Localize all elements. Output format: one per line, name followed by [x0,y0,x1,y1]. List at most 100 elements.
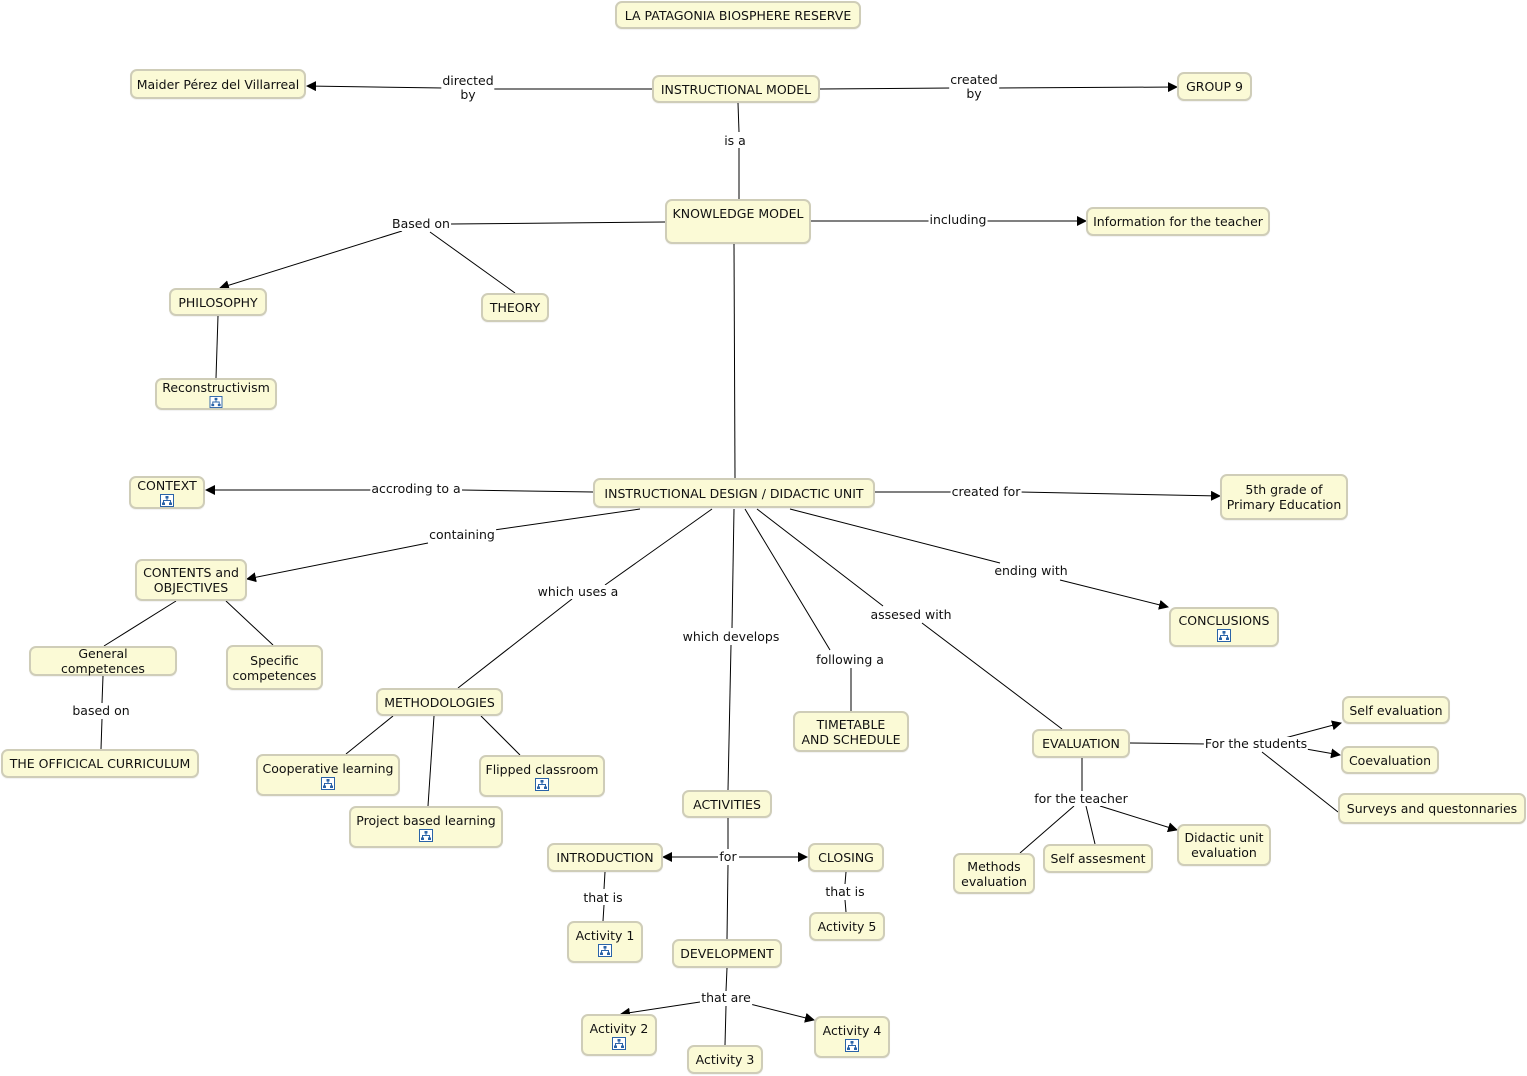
edge-whichuses-methodologies [457,598,573,689]
node-timetable[interactable]: TIMETABLE AND SCHEDULE [793,711,909,752]
node-didactic-unit-evaluation[interactable]: Didactic unit evaluation [1177,824,1271,866]
edge-id-ending [789,508,1001,564]
node-activity4[interactable]: Activity 4 [814,1016,890,1058]
node-self-evaluation-label: Self evaluation [1349,702,1443,718]
node-instructional-design[interactable]: INSTRUCTIONAL DESIGN / DIDACTIC UNIT [593,478,875,508]
concept-map-icon[interactable] [535,777,549,791]
node-instructional-design-label: INSTRUCTIONAL DESIGN / DIDACTIC UNIT [604,485,864,501]
link-which-uses-a[interactable]: which uses a [536,584,620,599]
node-official-curriculum[interactable]: THE OFFICICAL CURRICULUM [1,749,199,778]
node-methods-evaluation-label: Methods evaluation [961,858,1027,889]
link-for-the-students[interactable]: For the students [1203,736,1309,751]
node-activity1[interactable]: Activity 1 [567,921,643,963]
node-theory[interactable]: THEORY [481,293,549,322]
link-is-a[interactable]: is a [723,133,747,148]
node-context[interactable]: CONTEXT [129,476,205,509]
node-coevaluation[interactable]: Coevaluation [1341,746,1439,774]
node-title[interactable]: LA PATAGONIA BIOSPHERE RESERVE [615,1,861,29]
node-context-label: CONTEXT [137,478,197,493]
link-that-is-1[interactable]: that is [582,890,624,905]
node-official-curriculum-label: THE OFFICICAL CURRICULUM [9,756,191,771]
edge-id-whichuses [604,508,713,586]
node-group9-label: GROUP 9 [1186,79,1243,94]
node-reconstructivism[interactable]: Reconstructivism [155,378,277,410]
link-accroding-to-a[interactable]: accroding to a [370,481,462,496]
node-development-label: DEVELOPMENT [680,946,774,961]
link-containing[interactable]: containing [428,527,496,542]
node-surveys[interactable]: Surveys and questonnaries [1338,793,1526,824]
node-activity3[interactable]: Activity 3 [687,1045,763,1074]
node-general-competences[interactable]: General competences [29,646,177,676]
node-maider[interactable]: Maider Pérez del Villarreal [130,69,306,99]
link-following-a[interactable]: following a [815,652,885,667]
node-cooperative-learning-label: Cooperative learning [262,760,394,776]
concept-map-icon[interactable] [1217,628,1231,642]
link-directed-by[interactable]: directed by [441,73,495,102]
edge-id-assesed [756,508,884,607]
node-cooperative-learning[interactable]: Cooperative learning [256,754,400,796]
link-for-the-teacher[interactable]: for the teacher [1033,791,1129,806]
edge-im-created [819,87,953,90]
link-based-on-km[interactable]: Based on [391,216,451,231]
link-ending-with[interactable]: ending with [993,563,1069,578]
concept-map-icon[interactable] [612,1036,626,1050]
node-didactic-unit-evaluation-label: Didactic unit evaluation [1184,830,1264,860]
link-assesed-with[interactable]: assesed with [869,607,953,622]
node-development[interactable]: DEVELOPMENT [672,939,782,968]
edge-id-accroding [461,489,594,493]
concept-map-icon[interactable] [598,943,612,957]
node-activity5[interactable]: Activity 5 [809,912,885,941]
node-introduction[interactable]: INTRODUCTION [547,843,663,872]
node-instructional-model[interactable]: INSTRUCTIONAL MODEL [652,75,820,103]
node-self-evaluation[interactable]: Self evaluation [1342,696,1450,724]
edge-directed-maider [306,81,444,92]
edge-thatare-activity4 [749,1003,815,1023]
node-knowledge-model[interactable]: KNOWLEDGE MODEL [665,199,811,244]
node-activities[interactable]: ACTIVITIES [682,790,772,818]
node-flipped-classroom[interactable]: Flipped classroom [479,755,605,797]
edge-containing-contents [246,542,429,583]
node-project-based[interactable]: Project based learning [349,806,503,848]
link-created-for[interactable]: created for [950,484,1022,499]
edge-contents-general [103,600,177,647]
node-philosophy[interactable]: PHILOSOPHY [169,288,267,316]
edge-id-whichdevelops [731,508,735,629]
node-self-assesment-label: Self assesment [1050,851,1146,866]
node-info-teacher[interactable]: Information for the teacher [1086,207,1270,236]
node-methodologies[interactable]: METHODOLOGIES [376,688,503,716]
node-conclusions[interactable]: CONCLUSIONS [1169,607,1279,647]
node-project-based-label: Project based learning [356,812,496,828]
node-specific-competences[interactable]: Specific competences [226,645,323,690]
node-closing[interactable]: CLOSING [808,843,884,872]
edge-meth-project [427,715,435,807]
node-fifth-grade[interactable]: 5th grade of Primary Education [1220,474,1348,520]
concept-map-icon[interactable] [419,828,433,842]
link-based-on-gc[interactable]: based on [71,703,131,718]
concept-map-icon[interactable] [160,494,174,507]
node-activity2[interactable]: Activity 2 [581,1014,657,1056]
node-methods-evaluation[interactable]: Methods evaluation [953,853,1035,894]
link-which-develops[interactable]: which develops [681,629,781,644]
node-fifth-grade-label: 5th grade of Primary Education [1226,482,1342,512]
link-including[interactable]: including [928,212,988,227]
node-evaluation[interactable]: EVALUATION [1032,729,1130,758]
concept-map-icon[interactable] [321,776,335,790]
node-group9[interactable]: GROUP 9 [1177,72,1252,101]
edge-thatis-activity1 [602,904,605,922]
node-activity2-label: Activity 2 [589,1020,649,1036]
node-specific-competences-label: Specific competences [232,652,317,683]
node-self-assesment[interactable]: Self assesment [1043,844,1153,873]
edge-forteacher-didactic [1099,805,1178,833]
node-contents-objectives[interactable]: CONTENTS and OBJECTIVES [135,559,247,601]
concept-map-icon[interactable] [209,396,223,408]
node-conclusions-label: CONCLUSIONS [1178,612,1270,628]
link-for-activities[interactable]: for [718,849,738,864]
link-that-is-5[interactable]: that is [824,884,866,899]
node-instructional-model-label: INSTRUCTIONAL MODEL [660,81,812,97]
node-activity3-label: Activity 3 [695,1052,755,1067]
link-that-are[interactable]: that are [700,990,752,1005]
node-evaluation-label: EVALUATION [1042,736,1120,751]
link-created-by[interactable]: created by [949,72,999,101]
concept-map-icon[interactable] [845,1038,859,1052]
node-philosophy-label: PHILOSOPHY [178,294,258,310]
